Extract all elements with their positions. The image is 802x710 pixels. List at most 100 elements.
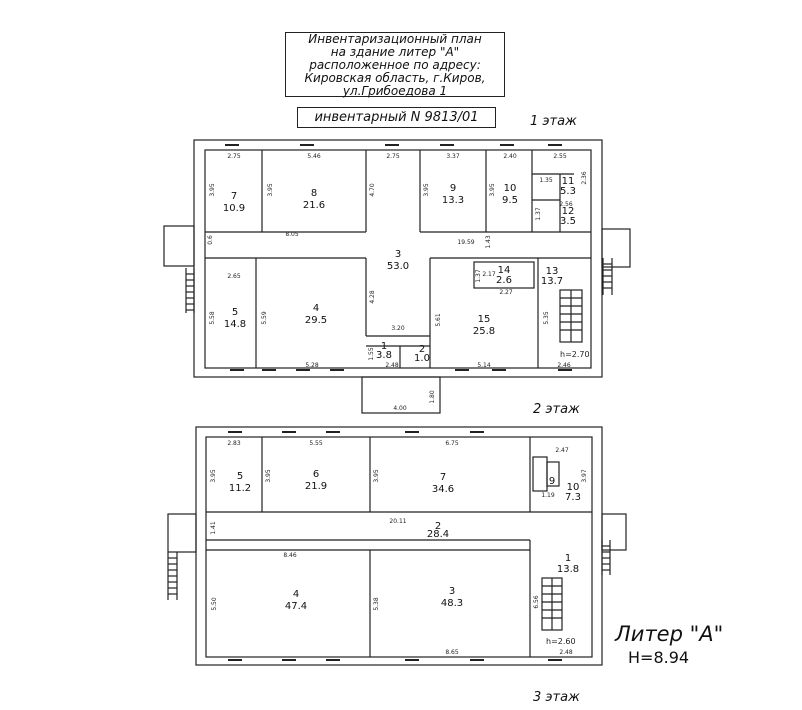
dimension-label: 2.27 (499, 289, 513, 296)
f2-room-num: 1 (565, 553, 571, 564)
f2-ceiling-height: h=2.60 (546, 637, 576, 646)
f1-room-num: 9 (450, 183, 456, 194)
floor2-inner-wall (205, 436, 593, 658)
dimension-label: 3.95 (209, 183, 216, 197)
floor2-dimensions: 2.83 5.55 6.75 2.47 3.95 3.95 3.95 3.97 … (210, 440, 588, 656)
dimension-label: 4.00 (393, 405, 407, 412)
f2-room-num: 5 (237, 471, 243, 482)
dimension-label: 2.65 (227, 273, 241, 280)
f2-room-num: 10 (567, 482, 580, 493)
dimension-label: 3.95 (489, 183, 496, 197)
dimension-label: 2.55 (553, 153, 567, 160)
f1-room-area: 29.5 (305, 315, 327, 326)
dimension-label: 1.55 (368, 347, 375, 361)
dimension-label: 2.75 (227, 153, 241, 160)
dimension-label: 3.95 (423, 183, 430, 197)
f1-room-area: 21.6 (303, 200, 325, 211)
dimension-label: 6.56 (533, 595, 540, 609)
f2-room-area: 47.4 (285, 601, 307, 612)
f1-room-area: 5.3 (560, 186, 576, 197)
f2-room-num: 7 (440, 472, 446, 483)
f1-room-num: 8 (311, 188, 317, 199)
dimension-label: 8.65 (445, 649, 459, 656)
building-height: H=8.94 (628, 648, 690, 667)
floor1-dimensions: 2.75 5.46 2.75 3.37 2.40 2.55 3.95 3.95 … (207, 153, 590, 412)
dimension-label: 2.36 (581, 171, 588, 185)
dimension-label: 1.43 (485, 235, 492, 249)
title-line-5: ул.Грибоедова 1 (342, 84, 448, 98)
floor1-left-stairs-icon (185, 268, 195, 313)
floor-2-label: 2 этаж (533, 402, 580, 417)
dimension-label: 6.75 (445, 440, 459, 447)
f2-room-area: 34.6 (432, 484, 454, 495)
dimension-label: 2.83 (227, 440, 241, 447)
dimension-label: 1.41 (210, 521, 217, 535)
f1-room-num: 11 (562, 176, 575, 187)
dimension-label: 5.50 (211, 597, 218, 611)
title-line-1: Инвентаризационный план (308, 32, 482, 46)
f2-room-area: 7.3 (565, 492, 581, 503)
f1-room-area: 10.9 (223, 203, 245, 214)
f1-room-area: 13.3 (442, 195, 464, 206)
dimension-label: 5.55 (309, 440, 323, 447)
dimension-label: 1.37 (475, 269, 482, 283)
dimension-label: 2.17 (482, 271, 496, 278)
title-line-3: расположенное по адресу: (309, 58, 481, 72)
dimension-label: 5.14 (477, 362, 491, 369)
floor-1-label: 1 этаж (530, 114, 577, 129)
title-box: Инвентаризационный план на здание литер … (285, 32, 505, 98)
floor2-left-porch (167, 513, 197, 553)
dimension-label: 1.19 (541, 492, 555, 499)
f1-room-area: 53.0 (387, 261, 409, 272)
f1-room-num: 2 (419, 344, 425, 355)
dimension-label: 2.75 (386, 153, 400, 160)
f1-room-area: 9.5 (502, 195, 518, 206)
liter-label: Литер "А" (615, 622, 724, 646)
dimension-label: 2.56 (559, 201, 573, 208)
f1-room-num: 12 (562, 206, 575, 217)
f1-room-num: 13 (546, 266, 559, 277)
f2-room-area: 13.8 (557, 564, 579, 575)
f1-ceiling-height: h=2.70 (560, 350, 590, 359)
floor1-room-labels: 7 10.9 8 21.6 9 13.3 10 9.5 11 5.3 12 3.… (223, 176, 576, 364)
f2-room-area: 48.3 (441, 598, 463, 609)
floor1-left-porch (163, 225, 195, 267)
f1-room-num: 4 (313, 303, 319, 314)
dimension-label: 8.05 (285, 231, 299, 238)
f1-room-num: 15 (478, 314, 491, 325)
f1-room-num: 5 (232, 307, 238, 318)
inventory-box: инвентарный N 9813/01 (297, 107, 496, 128)
f2-room-area: 21.9 (305, 481, 327, 492)
f1-room-area: 2.6 (496, 275, 512, 286)
dimension-label: 20.11 (389, 518, 406, 525)
dimension-label: 3.97 (581, 469, 588, 483)
dimension-label: 5.35 (543, 311, 550, 325)
f2-room-area: 28.4 (427, 529, 449, 540)
title-line-4: Кировская область, г.Киров, (304, 71, 486, 85)
f2-room-num: 3 (449, 586, 455, 597)
dimension-label: 4.70 (369, 183, 376, 197)
floor1-inner-wall (204, 149, 592, 369)
dimension-label: 1.35 (539, 177, 553, 184)
f1-room-area: 14.8 (224, 319, 246, 330)
f1-room-area: 1.0 (414, 353, 430, 364)
f1-room-num: 10 (504, 183, 517, 194)
floor2-left-stairs-icon (167, 552, 178, 600)
f2-room-num: 2 (435, 521, 441, 532)
floor2-outer-wall (195, 426, 603, 666)
dimension-label: 3.37 (446, 153, 460, 160)
dimension-label: 5.59 (261, 311, 268, 325)
dimension-label: 1.37 (535, 207, 542, 221)
dimension-label: 5.61 (435, 313, 442, 327)
inventory-number: инвентарный N 9813/01 (314, 110, 479, 125)
dimension-label: 2.48 (559, 649, 573, 656)
dimension-label: 5.38 (373, 597, 380, 611)
f2-room-num: 9 (549, 476, 555, 487)
f1-room-area: 25.8 (473, 326, 495, 337)
dimension-label: 2.48 (385, 362, 399, 369)
f1-room-num: 7 (231, 191, 237, 202)
f2-room-area: 11.2 (229, 483, 251, 494)
f1-room-num: 1 (381, 341, 387, 352)
dimension-label: 4.28 (369, 290, 376, 304)
f2-room-num: 4 (293, 589, 299, 600)
